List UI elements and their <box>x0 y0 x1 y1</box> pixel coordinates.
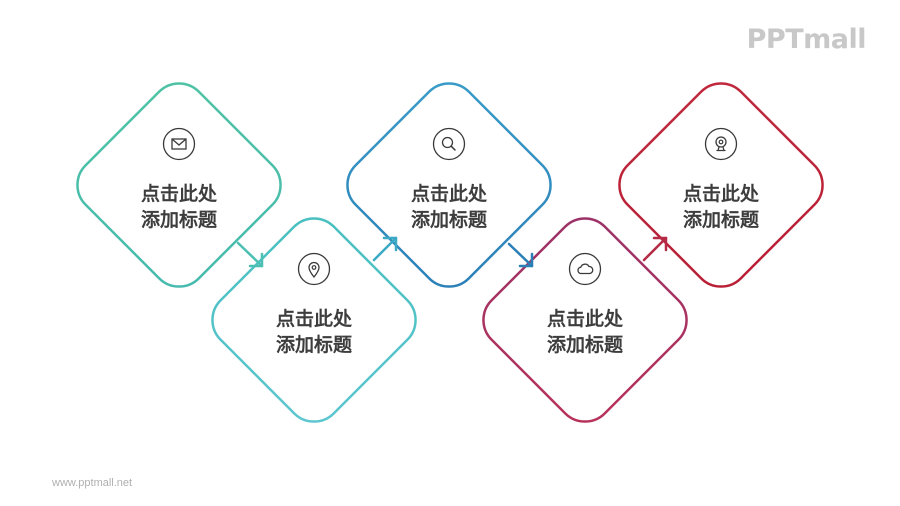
mail-icon <box>162 127 196 161</box>
location-icon <box>297 252 331 286</box>
step-3-title[interactable]: 点击此处 添加标题 <box>384 181 514 233</box>
step-3-line1: 点击此处 <box>410 183 487 205</box>
arrow-4-to-5 <box>642 236 668 262</box>
search-icon <box>432 127 466 161</box>
cloud-icon <box>568 252 602 286</box>
step-4-line2: 添加标题 <box>546 334 623 356</box>
step-1-diamond <box>76 82 282 288</box>
step-5-line1: 点击此处 <box>682 183 759 205</box>
step-2-line2: 添加标题 <box>275 334 352 356</box>
step-1-line1: 点击此处 <box>140 183 217 205</box>
step-2-line1: 点击此处 <box>275 308 352 330</box>
step-1-title[interactable]: 点击此处 添加标题 <box>114 181 244 233</box>
step-2-diamond <box>211 217 417 423</box>
arrow-3-to-4 <box>507 242 534 268</box>
step-2-title[interactable]: 点击此处 添加标题 <box>249 306 379 358</box>
step-4-title[interactable]: 点击此处 添加标题 <box>520 306 650 358</box>
step-4-line1: 点击此处 <box>546 308 623 330</box>
step-1-line2: 添加标题 <box>140 209 217 231</box>
step-5-title[interactable]: 点击此处 添加标题 <box>656 181 786 233</box>
arrow-2-to-3 <box>372 236 398 262</box>
webcam-icon <box>704 127 738 161</box>
step-3-line2: 添加标题 <box>410 209 487 231</box>
footer-url[interactable]: www.pptmall.net <box>52 477 133 489</box>
step-5-diamond <box>618 82 824 288</box>
arrow-1-to-2 <box>236 241 264 268</box>
brand-logo: PPTmall <box>746 24 867 55</box>
step-5-line2: 添加标题 <box>682 209 759 231</box>
